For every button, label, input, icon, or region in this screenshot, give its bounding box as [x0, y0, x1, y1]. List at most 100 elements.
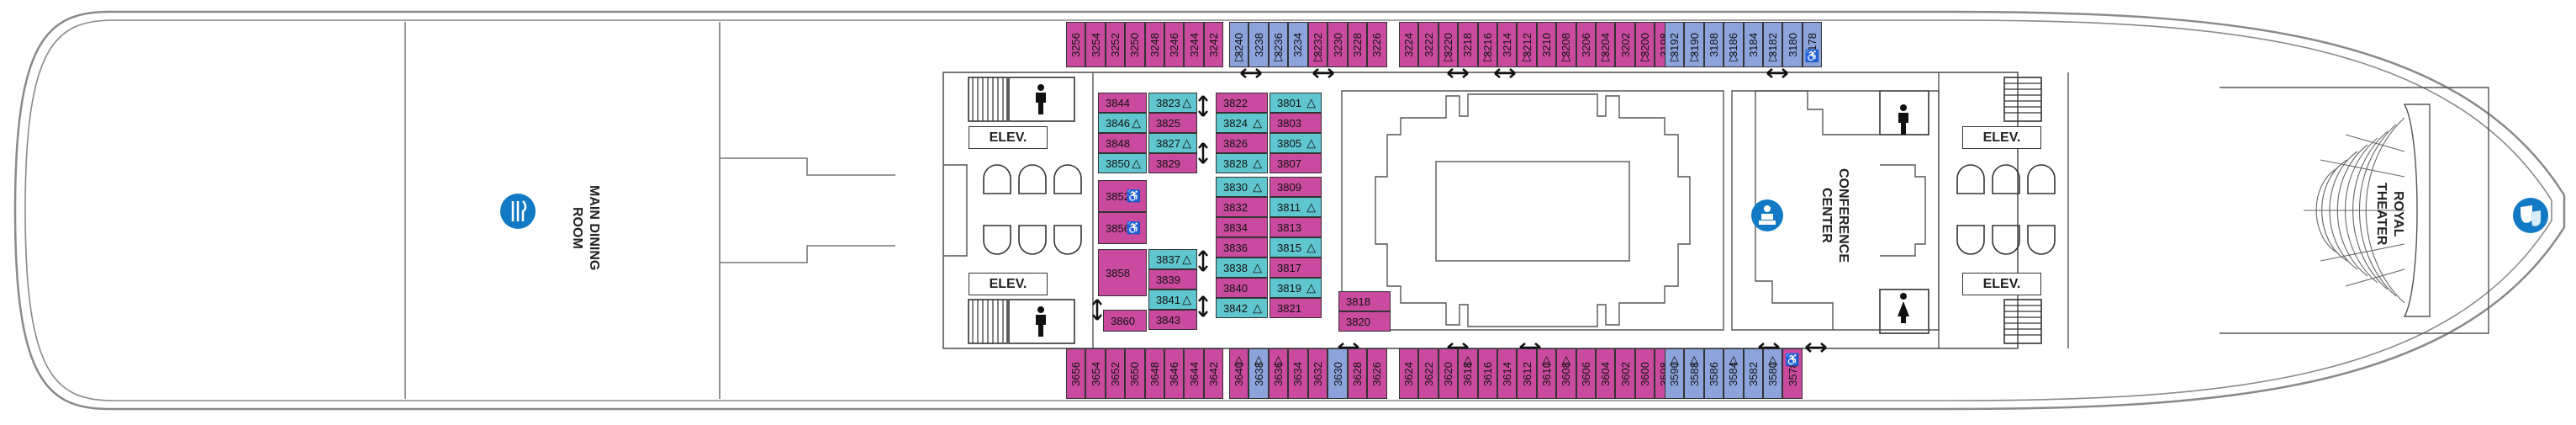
- cabin[interactable]: 3638△: [1248, 348, 1269, 399]
- cabin[interactable]: 3834: [1216, 217, 1268, 237]
- cabin[interactable]: 3222: [1418, 22, 1438, 67]
- cabin[interactable]: 3811△: [1270, 197, 1322, 217]
- cabin[interactable]: 3803: [1270, 113, 1322, 133]
- cabin[interactable]: 3224: [1399, 22, 1419, 67]
- cabin[interactable]: 3860: [1103, 310, 1147, 332]
- cabin[interactable]: 3846△: [1098, 113, 1147, 133]
- cabin[interactable]: 3190△: [1684, 22, 1704, 67]
- cabin[interactable]: 3648: [1144, 348, 1164, 399]
- cabin[interactable]: 3204△: [1596, 22, 1616, 67]
- cabin[interactable]: 3840: [1216, 278, 1268, 298]
- cabin[interactable]: 3610△: [1536, 348, 1557, 399]
- cabin[interactable]: 3250: [1125, 22, 1145, 67]
- cabin[interactable]: 3836: [1216, 237, 1268, 258]
- cabin[interactable]: 3634: [1288, 348, 1308, 399]
- cabin[interactable]: 3602: [1615, 348, 1635, 399]
- cabin[interactable]: 3256: [1066, 22, 1086, 67]
- cabin[interactable]: 3650: [1125, 348, 1145, 399]
- cabin[interactable]: 3830△: [1216, 177, 1268, 197]
- cabin[interactable]: 3178♿: [1802, 22, 1823, 67]
- cabin[interactable]: 3841△: [1148, 290, 1197, 310]
- cabin[interactable]: 3228: [1347, 22, 1368, 67]
- cabin[interactable]: 3850△: [1098, 153, 1147, 173]
- cabin[interactable]: 3809: [1270, 177, 1322, 197]
- cabin[interactable]: 3828△: [1216, 153, 1268, 173]
- cabin[interactable]: 3620: [1438, 348, 1459, 399]
- cabin[interactable]: 3624: [1399, 348, 1419, 399]
- cabin[interactable]: 3582: [1743, 348, 1763, 399]
- cabin[interactable]: 3608△: [1556, 348, 1576, 399]
- cabin[interactable]: 3238: [1248, 22, 1269, 67]
- cabin[interactable]: 3588△: [1684, 348, 1704, 399]
- cabin[interactable]: 3652: [1105, 348, 1126, 399]
- cabin[interactable]: 3208△: [1556, 22, 1576, 67]
- cabin[interactable]: 3827△: [1148, 133, 1197, 153]
- cabin[interactable]: 3612: [1517, 348, 1537, 399]
- cabin[interactable]: 3837△: [1148, 249, 1197, 269]
- cabin[interactable]: 3180: [1782, 22, 1803, 67]
- cabin[interactable]: 3815△: [1270, 237, 1322, 258]
- cabin[interactable]: 3214: [1497, 22, 1518, 67]
- cabin[interactable]: 3843: [1148, 310, 1197, 330]
- cabin[interactable]: 3640△: [1229, 348, 1249, 399]
- cabin[interactable]: 3580△: [1763, 348, 1783, 399]
- cabin[interactable]: 3642: [1203, 348, 1224, 399]
- cabin[interactable]: 3813: [1270, 217, 1322, 237]
- cabin[interactable]: 3606: [1576, 348, 1596, 399]
- cabin[interactable]: 3240△: [1229, 22, 1249, 67]
- cabin[interactable]: 3210: [1536, 22, 1557, 67]
- cabin[interactable]: 3590△: [1665, 348, 1685, 399]
- cabin[interactable]: 3246: [1164, 22, 1185, 67]
- cabin[interactable]: 3218: [1458, 22, 1478, 67]
- cabin[interactable]: 3838△: [1216, 258, 1268, 278]
- cabin[interactable]: 3232△: [1308, 22, 1328, 67]
- cabin[interactable]: 3817: [1270, 258, 1322, 278]
- cabin[interactable]: 3584△: [1723, 348, 1744, 399]
- cabin[interactable]: 3252: [1105, 22, 1126, 67]
- cabin[interactable]: 3805△: [1270, 133, 1322, 153]
- cabin[interactable]: 3842△: [1216, 298, 1268, 318]
- cabin[interactable]: 3654: [1085, 348, 1106, 399]
- cabin[interactable]: 3644: [1184, 348, 1204, 399]
- cabin[interactable]: 3254: [1085, 22, 1106, 67]
- cabin[interactable]: 3220△: [1438, 22, 1459, 67]
- cabin[interactable]: 3578♿: [1782, 348, 1803, 399]
- cabin[interactable]: 3826: [1216, 133, 1268, 153]
- cabin[interactable]: 3632: [1308, 348, 1328, 399]
- cabin[interactable]: 3206: [1576, 22, 1596, 67]
- cabin[interactable]: 3604: [1596, 348, 1616, 399]
- cabin[interactable]: 3186△: [1723, 22, 1744, 67]
- cabin[interactable]: 3248: [1144, 22, 1164, 67]
- cabin[interactable]: 3848: [1098, 133, 1147, 153]
- cabin[interactable]: 3832: [1216, 197, 1268, 217]
- cabin[interactable]: 3244: [1184, 22, 1204, 67]
- cabin[interactable]: 3825: [1148, 113, 1197, 133]
- cabin[interactable]: 3824△: [1216, 113, 1268, 133]
- cabin[interactable]: 3630: [1328, 348, 1348, 399]
- cabin[interactable]: 3820: [1338, 311, 1391, 332]
- cabin[interactable]: 3188: [1703, 22, 1724, 67]
- cabin[interactable]: 3856♿: [1098, 212, 1147, 244]
- cabin[interactable]: 3819△: [1270, 278, 1322, 298]
- cabin[interactable]: 3202: [1615, 22, 1635, 67]
- cabin[interactable]: 3242: [1203, 22, 1224, 67]
- cabin[interactable]: 3628: [1347, 348, 1368, 399]
- cabin[interactable]: 3226: [1367, 22, 1387, 67]
- cabin[interactable]: 3839: [1148, 269, 1197, 290]
- cabin[interactable]: 3807: [1270, 153, 1322, 173]
- cabin[interactable]: 3656: [1066, 348, 1086, 399]
- cabin[interactable]: 3852♿: [1098, 180, 1147, 212]
- cabin[interactable]: 3216△: [1477, 22, 1497, 67]
- cabin[interactable]: 3822: [1216, 93, 1268, 113]
- cabin[interactable]: 3616: [1477, 348, 1497, 399]
- cabin[interactable]: 3818: [1338, 291, 1391, 311]
- cabin[interactable]: 3614: [1497, 348, 1518, 399]
- cabin[interactable]: 3622: [1418, 348, 1438, 399]
- cabin[interactable]: 3600: [1634, 348, 1655, 399]
- cabin[interactable]: 3236△: [1268, 22, 1289, 67]
- cabin[interactable]: 3801△: [1270, 93, 1322, 113]
- cabin[interactable]: 3646: [1164, 348, 1185, 399]
- cabin[interactable]: 3829: [1148, 153, 1197, 173]
- cabin[interactable]: 3823△: [1148, 93, 1197, 113]
- cabin[interactable]: 3192△: [1665, 22, 1685, 67]
